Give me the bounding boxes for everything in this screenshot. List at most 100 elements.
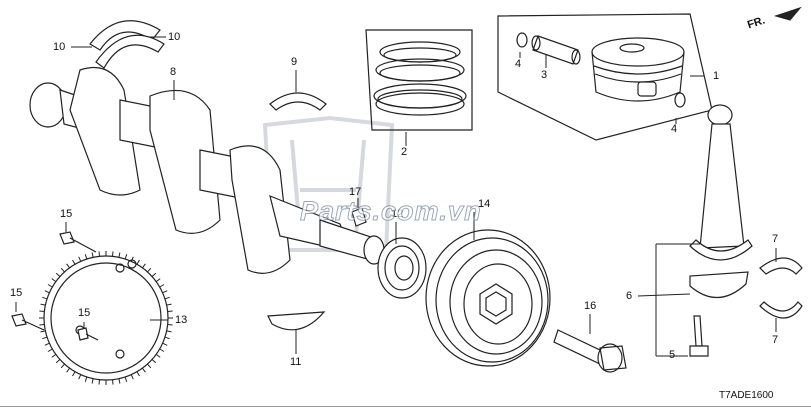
reluctor-plate [39, 251, 173, 385]
reluctor-tooth [136, 259, 140, 265]
reluctor-tooth [42, 296, 48, 300]
reluctor-tooth [98, 251, 100, 257]
callout-rod-bearing-upper: 7 [772, 233, 779, 245]
reluctor-tooth [47, 284, 53, 288]
reluctor-tooth [39, 310, 45, 312]
callout-crankshaft: 8 [170, 66, 177, 78]
callout-reluctor-plate: 13 [175, 314, 188, 326]
reluctor-tooth [112, 379, 114, 385]
callout-crank-pulley: 14 [478, 198, 491, 210]
reluctor-tooth [55, 272, 61, 277]
reluctor-tooth [47, 348, 53, 352]
reluctor-tooth [124, 376, 128, 382]
woodruff-key [351, 207, 367, 227]
reluctor-tooth [44, 290, 50, 294]
reluctor-tooth [118, 378, 121, 384]
front-direction-arrow [773, 6, 802, 21]
reluctor-tooth [91, 252, 94, 258]
callout-bolt-lower-center: 15 [78, 307, 91, 319]
reluctor-tooth [72, 259, 76, 265]
bolt-lower-left [11, 313, 45, 331]
piston [591, 37, 685, 102]
callout-piston-rings: 2 [401, 146, 408, 158]
crankshaft [29, 66, 385, 274]
reluctor-tooth [136, 371, 140, 377]
reluctor-tooth [51, 278, 57, 283]
diagram-code: T7ADE1600 [719, 390, 774, 401]
bolt-lower-center [77, 327, 99, 341]
reluctor-tooth [141, 367, 146, 373]
reluctor-tooth [40, 330, 46, 333]
bolt-upper [59, 231, 97, 253]
callout-piston-assembly: 1 [713, 70, 720, 82]
reluctor-tooth [84, 254, 88, 260]
callout-rod-bolt: 5 [669, 349, 676, 361]
reluctor-tooth [167, 324, 173, 326]
callout-pulley-bolt: 16 [584, 300, 597, 312]
rod-bolt [689, 315, 709, 357]
reluctor-tooth [60, 363, 65, 369]
thrust-washer [89, 20, 165, 69]
reluctor-tooth [78, 374, 82, 380]
connecting-rod-cap [689, 271, 749, 299]
reluctor-tooth [151, 359, 157, 364]
rod-bearing-upper [759, 257, 803, 275]
reluctor-tooth [72, 371, 76, 377]
pin-clip-upper [516, 32, 528, 48]
reluctor-tooth [130, 256, 134, 262]
callout-main-bearing-lower: 11 [290, 356, 302, 368]
rod-bearing-lower [759, 301, 803, 319]
connecting-rod [689, 104, 753, 261]
reluctor-tooth [118, 252, 121, 258]
reluctor-tooth [91, 378, 94, 384]
reluctor-tooth [164, 296, 170, 300]
reluctor-tooth [166, 330, 172, 333]
pulley-bolt [553, 329, 627, 373]
callout-main-bearing-upper: 9 [291, 56, 298, 68]
piston-rings [373, 41, 467, 116]
callout-thrust-washer-left: 10 [53, 41, 66, 53]
reluctor-tooth [166, 303, 172, 306]
reluctor-tooth [60, 267, 65, 273]
reluctor-tooth [164, 336, 170, 340]
reluctor-tooth [40, 303, 46, 306]
callout-woodruff-key: 17 [349, 186, 362, 198]
reluctor-tooth [66, 263, 70, 269]
reluctor-tooth [147, 267, 152, 273]
callout-thrust-washer-right: 10 [168, 31, 181, 43]
callout-connecting-rod-cap: 6 [626, 290, 633, 302]
callout-rod-bearing-lower: 7 [772, 334, 779, 346]
reluctor-tooth [98, 379, 100, 385]
piston-assembly-group [497, 13, 713, 141]
reluctor-tooth [112, 251, 114, 257]
main-bearing-upper [269, 92, 327, 111]
piston-rings-group [365, 29, 473, 131]
reluctor-tooth [159, 348, 165, 352]
reluctor-tooth [167, 310, 173, 312]
reluctor-tooth [147, 363, 152, 369]
reluctor-tooth [155, 353, 161, 358]
reluctor-tooth [55, 359, 61, 364]
reluctor-tooth [151, 272, 157, 277]
reluctor-tooth [159, 284, 165, 288]
reluctor-tooth [162, 342, 168, 346]
reluctor-tooth [51, 353, 57, 358]
crank-pulley [425, 229, 551, 367]
reluctor-tooth [44, 342, 50, 346]
callout-piston-pin: 3 [541, 69, 548, 81]
reluctor-tooth [78, 256, 82, 262]
callout-bolt-lower-left: 15 [10, 287, 23, 299]
site-watermark: Parts.com.vn [300, 196, 482, 227]
pin-clip-lower [674, 92, 686, 108]
callout-pin-clip-lower: 4 [671, 123, 678, 135]
reluctor-tooth [155, 278, 161, 283]
reluctor-tooth [84, 376, 88, 382]
callout-bolt-upper: 15 [60, 208, 73, 220]
bottom-divider [0, 406, 811, 407]
reluctor-tooth [130, 374, 134, 380]
callout-pin-clip-upper: 4 [515, 58, 522, 70]
leader-lines [15, 36, 777, 357]
reluctor-tooth [42, 336, 48, 340]
